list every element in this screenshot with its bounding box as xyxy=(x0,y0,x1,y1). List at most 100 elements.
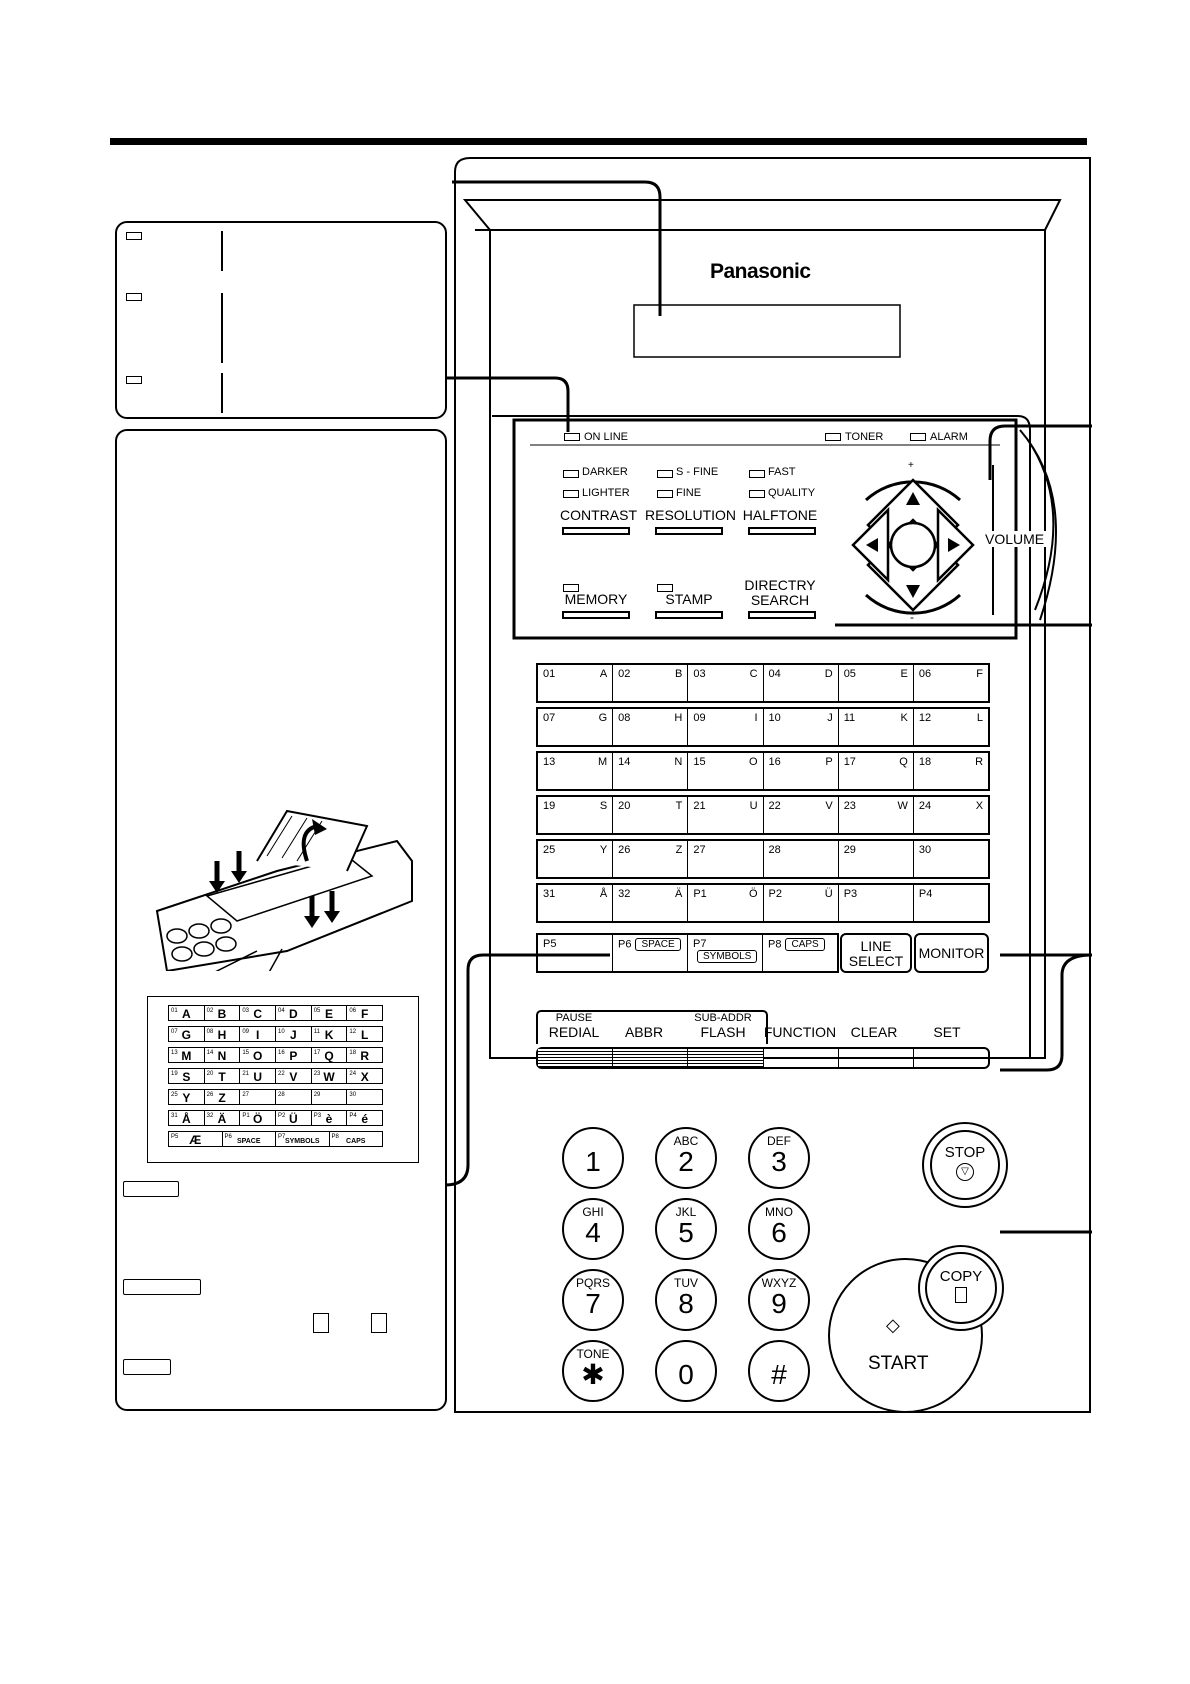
set-button[interactable] xyxy=(914,1049,988,1067)
stamp-button[interactable] xyxy=(655,611,723,619)
mini-keyboard-number: 18 xyxy=(349,1050,357,1056)
one-touch-key[interactable]: 28 xyxy=(762,841,838,877)
one-touch-key-p5[interactable]: P5 xyxy=(543,938,557,950)
dial-key-digit: 8 xyxy=(678,1288,694,1319)
legend-divider xyxy=(221,293,223,363)
redial-button[interactable] xyxy=(538,1049,614,1067)
dial-key-letters: PQRS xyxy=(575,1276,610,1290)
one-touch-key[interactable]: 30 xyxy=(912,841,988,877)
right-arrow-icon xyxy=(948,538,960,552)
one-touch-letter: V xyxy=(825,800,833,812)
one-touch-number: 01 xyxy=(543,668,556,680)
mini-keyboard-letter: X xyxy=(360,1070,369,1084)
stop-icon: ▽ xyxy=(956,1163,974,1181)
mini-keyboard-letter: D xyxy=(289,1007,298,1021)
dial-key[interactable]: TONE✱ xyxy=(562,1340,624,1402)
mini-keyboard-number: 03 xyxy=(242,1008,250,1014)
one-touch-key[interactable]: P4 xyxy=(912,885,988,921)
copy-button[interactable]: COPY xyxy=(918,1245,1004,1331)
one-touch-number: 31 xyxy=(543,888,556,900)
function-button[interactable] xyxy=(764,1049,839,1067)
clear-button[interactable] xyxy=(839,1049,914,1067)
one-touch-key[interactable]: P3 xyxy=(837,885,913,921)
navigation-pad[interactable] xyxy=(848,470,978,620)
one-touch-letter: S xyxy=(599,800,608,812)
dial-key-letters: TUV xyxy=(674,1276,698,1290)
one-touch-key[interactable]: 27 xyxy=(687,841,762,877)
dial-key[interactable]: 0 xyxy=(655,1340,717,1402)
directory-search-button[interactable] xyxy=(748,611,816,619)
one-touch-key[interactable]: 29 xyxy=(837,841,913,877)
one-touch-number: 02 xyxy=(618,668,631,680)
one-touch-number: 16 xyxy=(768,756,781,768)
halftone-button[interactable] xyxy=(748,527,816,535)
monitor-button[interactable]: MONITOR xyxy=(914,933,989,973)
mini-keyboard-letter: K xyxy=(324,1028,334,1042)
mini-keyboard-letter: Z xyxy=(218,1091,226,1105)
mini-keyboard-letter: V xyxy=(289,1070,298,1084)
dial-key[interactable]: # xyxy=(748,1340,810,1402)
dial-key[interactable]: 1 xyxy=(562,1127,624,1189)
resolution-button[interactable] xyxy=(655,527,723,535)
mini-keyboard-number: 32 xyxy=(206,1113,214,1119)
flash-button[interactable] xyxy=(688,1049,764,1067)
stop-button[interactable]: STOP ▽ xyxy=(922,1122,1008,1208)
stop-label: STOP xyxy=(944,1144,986,1161)
one-touch-key-p7[interactable]: P7SYMBOLS xyxy=(687,935,762,971)
one-touch-letter: J xyxy=(827,712,833,724)
memory-button[interactable] xyxy=(562,611,630,619)
contrast-button[interactable] xyxy=(562,527,630,535)
dial-key-letters: DEF xyxy=(767,1134,791,1148)
mini-keyboard-number: 17 xyxy=(313,1050,321,1056)
abbr-button[interactable] xyxy=(613,1049,689,1067)
